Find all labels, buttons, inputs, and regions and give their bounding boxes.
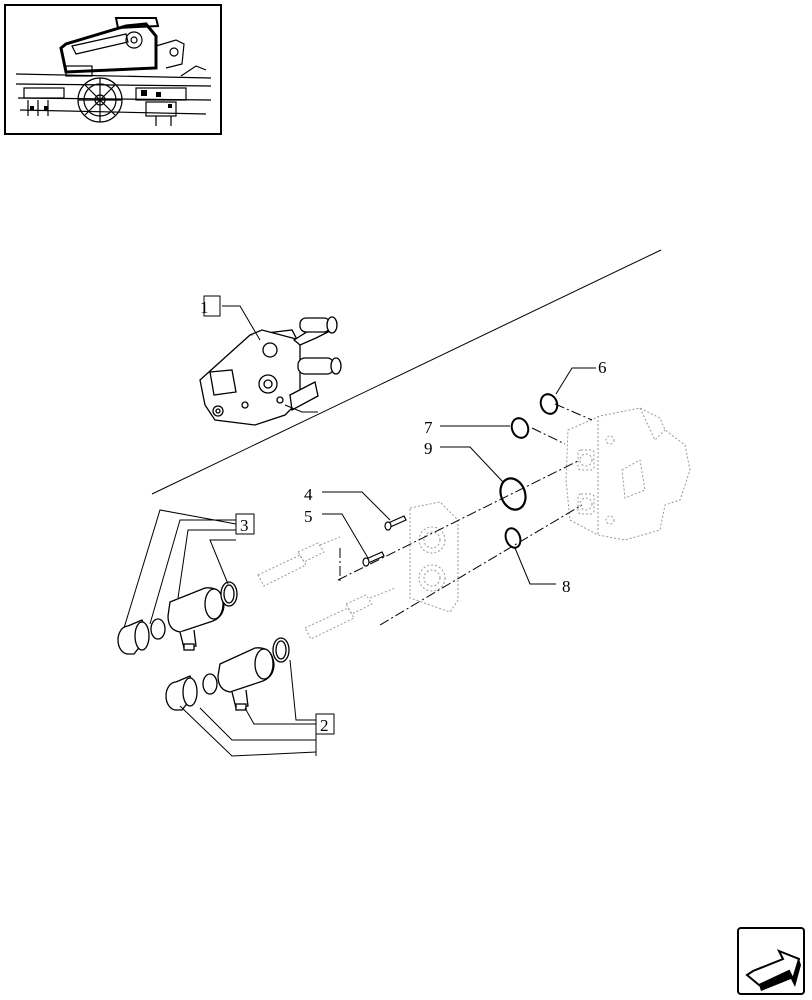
svg-text:3: 3 xyxy=(240,516,249,535)
assembly-axes xyxy=(337,403,593,626)
callout-7[interactable]: 7 xyxy=(424,418,433,437)
tractor-thumbnail-drawing xyxy=(15,17,212,126)
location-thumbnail[interactable] xyxy=(4,4,222,135)
callout-4[interactable]: 4 xyxy=(304,485,313,504)
callout-9[interactable]: 9 xyxy=(424,439,433,458)
section-divider-line xyxy=(151,249,662,495)
o-ring-7[interactable] xyxy=(509,416,531,440)
end-cap-3[interactable] xyxy=(117,618,166,655)
callout-6[interactable]: 6 xyxy=(598,358,607,377)
svg-text:2: 2 xyxy=(320,716,329,735)
cartridge-assembly-2[interactable] xyxy=(217,637,290,711)
mounting-plate-ghost xyxy=(409,501,459,613)
o-ring-6[interactable] xyxy=(538,392,560,416)
valve-assembly-1[interactable] xyxy=(199,316,342,426)
screw-5[interactable] xyxy=(362,551,385,567)
end-cap-2[interactable] xyxy=(165,673,218,711)
svg-text:1: 1 xyxy=(200,298,209,317)
callout-5[interactable]: 5 xyxy=(304,507,313,526)
screw-4[interactable] xyxy=(384,515,407,531)
spool-ghosts xyxy=(257,536,396,640)
next-page-button[interactable] xyxy=(737,927,805,995)
o-ring-9[interactable] xyxy=(496,475,529,513)
o-ring-8[interactable] xyxy=(503,526,523,550)
next-page-arrow-icon xyxy=(745,949,801,991)
callout-8[interactable]: 8 xyxy=(562,577,571,596)
cartridge-assembly-3[interactable] xyxy=(167,581,238,651)
callout-1[interactable]: 1 xyxy=(200,295,221,317)
leader-lines xyxy=(123,305,596,757)
callout-2[interactable]: 2 xyxy=(315,713,335,735)
callout-3[interactable]: 3 xyxy=(235,513,255,535)
valve-housing-ghost xyxy=(565,407,691,541)
